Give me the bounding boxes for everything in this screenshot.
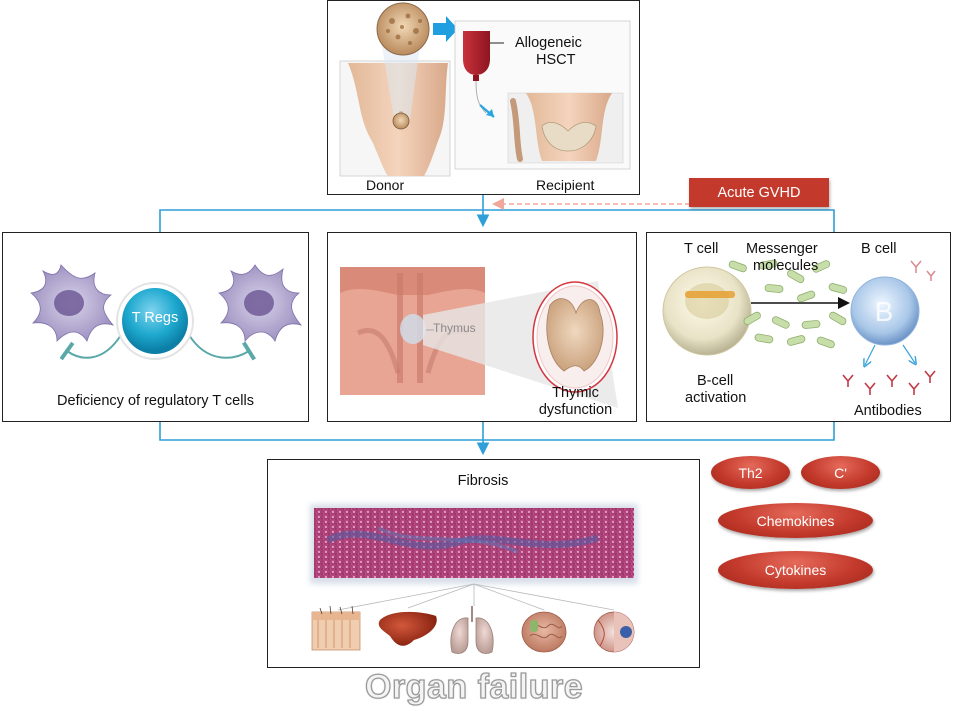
thymus-panel: Thymus Thymic dysfunction [327, 232, 637, 422]
messenger-molecules [728, 259, 848, 349]
bcell-illustration [662, 259, 936, 395]
recipient-arm [510, 98, 523, 162]
tregs-illustration [30, 264, 303, 361]
hsct-label-2: HSCT [536, 52, 576, 68]
organ-connector-lines [337, 583, 615, 611]
blood-bag [463, 31, 490, 75]
inhibition-arc-right [188, 334, 256, 361]
factor-complement: C' [801, 456, 880, 489]
eye-icon [593, 611, 635, 653]
activation-label-2: activation [685, 390, 747, 406]
thymus-label: Thymus [433, 321, 476, 335]
b-cell-glyph: B [874, 296, 894, 327]
bone-sample [392, 112, 410, 130]
recipient-pelvis [541, 121, 597, 152]
bone-marrow-zoom [376, 2, 430, 56]
intestine-icon [521, 611, 567, 653]
hsct-box: Allogeneic HSCT Donor Recipient [327, 0, 640, 195]
bcell-panel: B T cell Messenger molecules B cell B-ce… [646, 232, 951, 422]
treg-cell [122, 288, 188, 354]
antibody-arrow-right [902, 344, 915, 363]
donor-label: Donor [366, 177, 405, 193]
hsct-label-1: Allogeneic [515, 35, 582, 51]
fibrosis-illustration [310, 504, 638, 654]
antibody-arrow-left [865, 344, 876, 365]
skin-icon [311, 605, 361, 651]
tregs-label: T Regs [131, 310, 179, 326]
lungs-icon [450, 606, 494, 654]
activation-label-1: B-cell [697, 373, 734, 389]
dendritic-cell-right-nucleus [244, 290, 274, 316]
factor-chemokines: Chemokines [718, 503, 873, 538]
fibrosis-box: Fibrosis [267, 459, 700, 668]
thymus-illustration [340, 267, 618, 408]
top-branch-line [159, 209, 835, 232]
factor-th2: Th2 [711, 456, 790, 489]
thymic-caption-2: dysfunction [538, 402, 613, 418]
antibody-cluster-top [910, 260, 936, 281]
thymus-location [400, 314, 426, 344]
messenger-label-1: Messenger [746, 241, 818, 257]
bottom-branch-line [159, 422, 835, 441]
factor-cytokines: Cytokines [718, 551, 873, 589]
messenger-label-2: molecules [753, 258, 819, 274]
inhibition-arc-left [59, 334, 122, 361]
thymus-organ [546, 298, 604, 372]
liver-icon [378, 611, 437, 646]
tregs-caption: Deficiency of regulatory T cells [57, 393, 254, 409]
antibodies-label: Antibodies [854, 403, 922, 419]
tregs-panel: T Regs Deficiency of regulatory T cells [2, 232, 309, 422]
b-cell [850, 276, 920, 346]
acute-gvhd-badge: Acute GVHD [689, 178, 829, 207]
recipient-label: Recipient [536, 177, 595, 193]
dendritic-cell-left-nucleus [54, 290, 84, 316]
b-cell-label: B cell [861, 241, 897, 257]
antibodies-cluster [842, 370, 936, 395]
magnifier-beam [382, 46, 420, 119]
organ-failure-label: Organ failure [364, 667, 584, 706]
hsct-illustration [339, 2, 631, 177]
fibrosis-title: Fibrosis [457, 473, 509, 489]
t-cell-label: T cell [684, 241, 719, 257]
recipient-torso [526, 93, 612, 161]
transfer-arrow [433, 16, 458, 42]
thymic-caption-1: Thymic [552, 385, 599, 401]
